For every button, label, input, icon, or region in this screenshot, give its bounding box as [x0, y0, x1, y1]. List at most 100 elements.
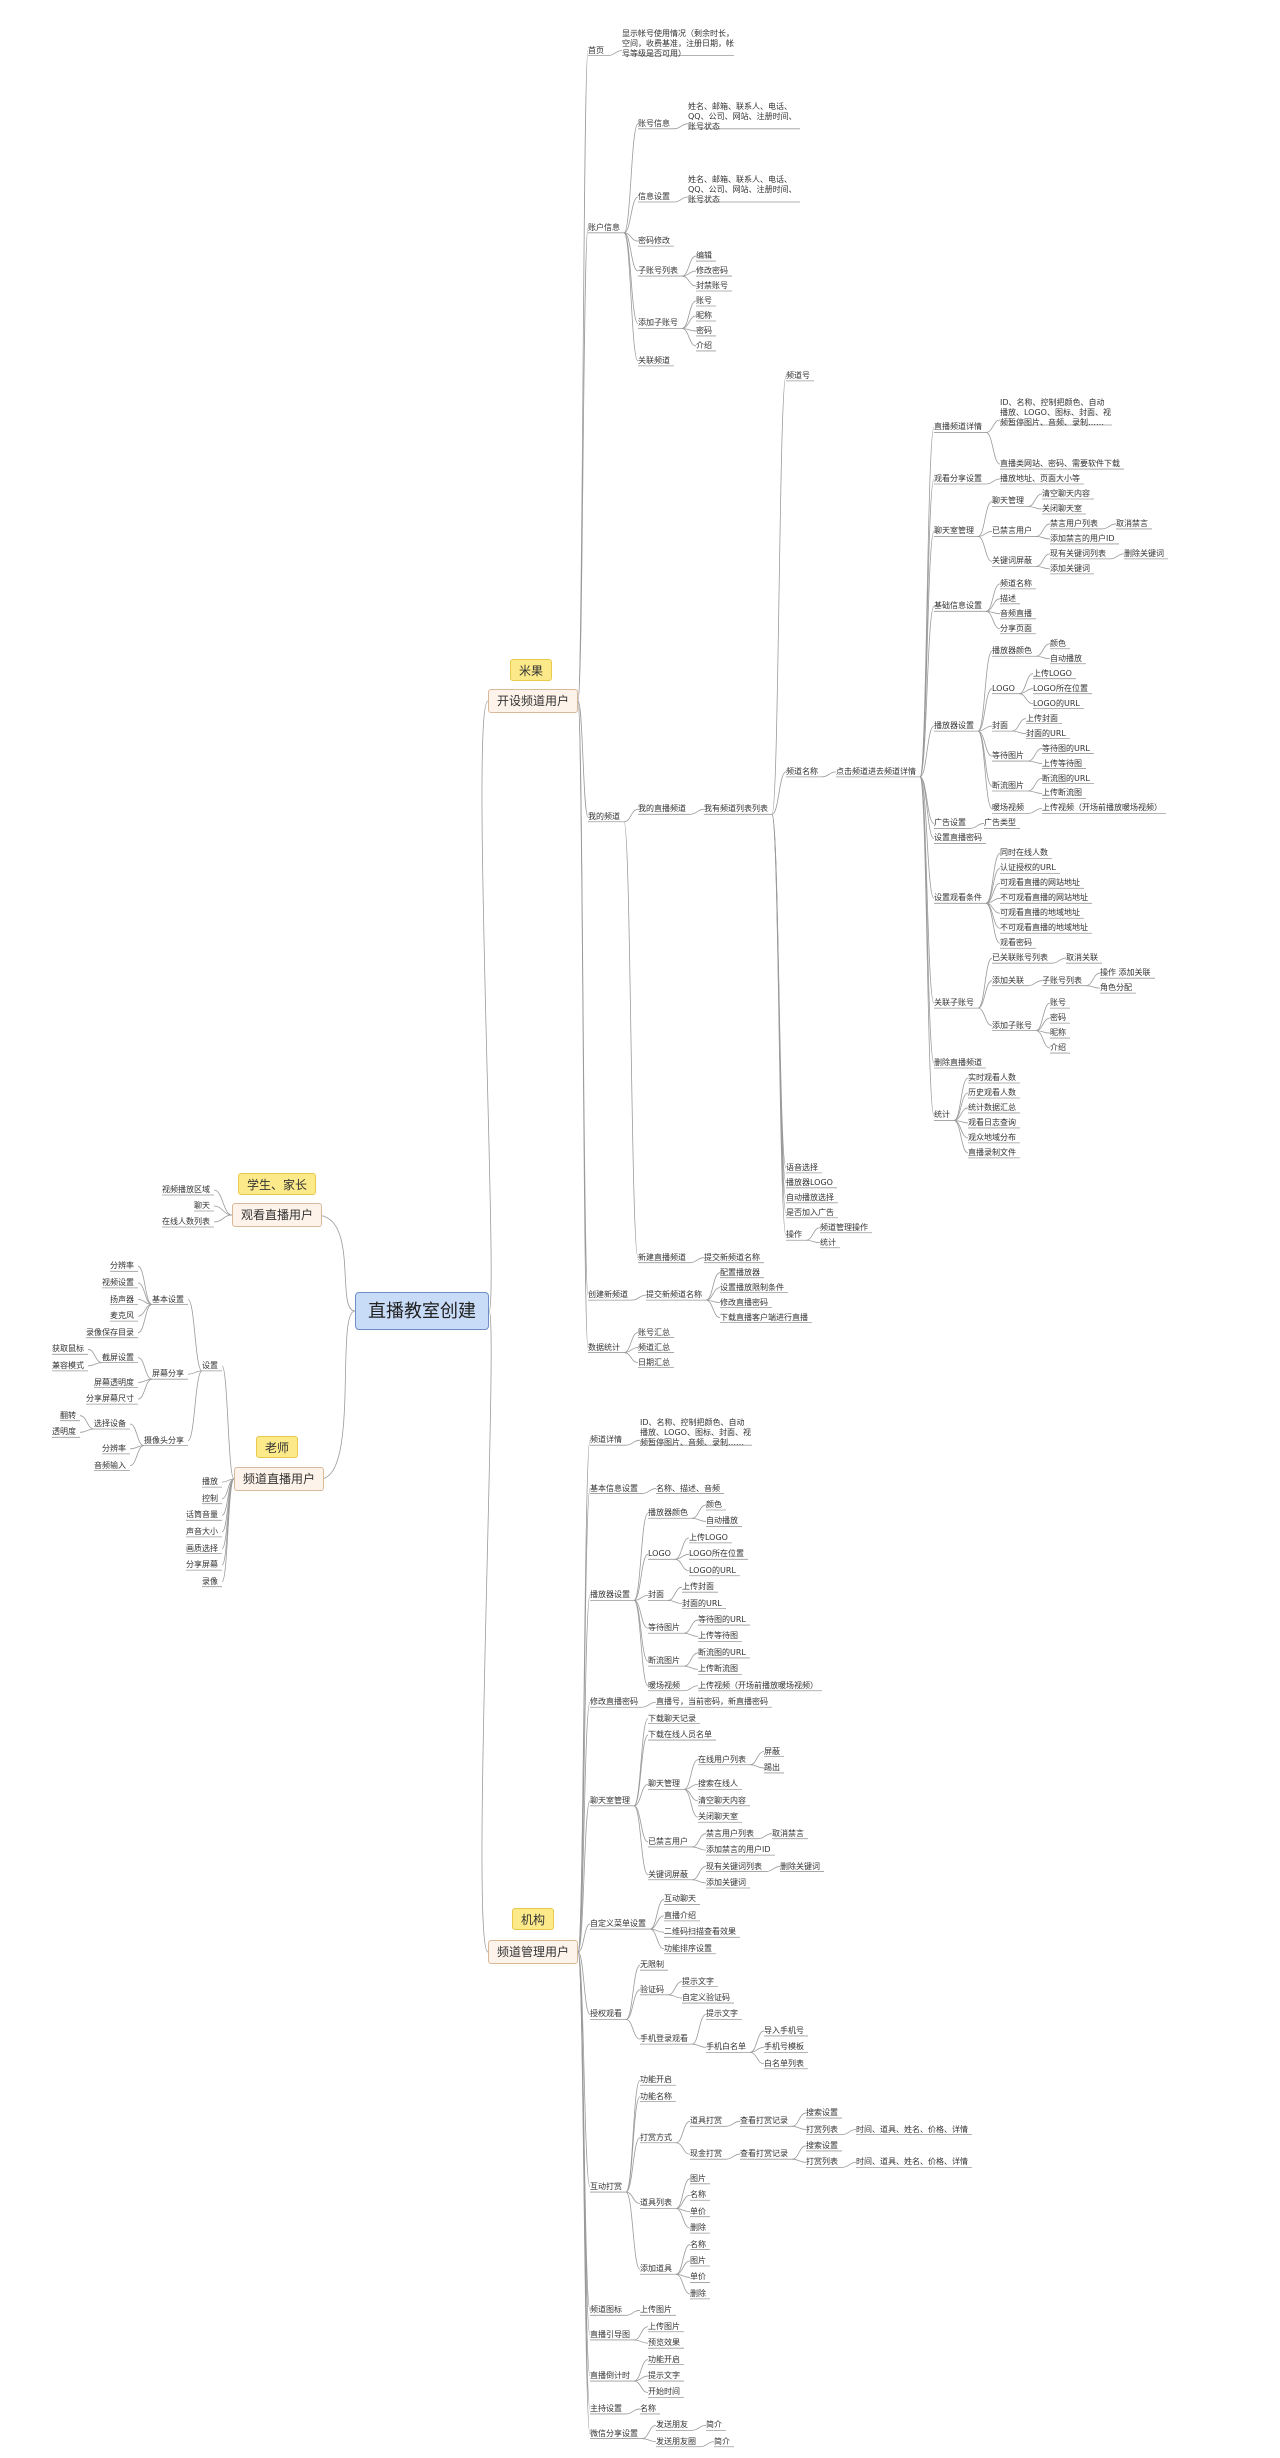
node-tree-ka-2-c-0-c-0-c-1-c-0-c-8-c-1-c-0[interactable]: 子账号列表: [1042, 975, 1082, 985]
node-tree-ka-2-c-0-c-0-c-1-c-0-c-8-c-0-c-0[interactable]: 取消关联: [1066, 953, 1098, 963]
node-tree-ka-2-c-0-c-0-c-1-c-0-c-1[interactable]: 观看分享设置: [934, 474, 982, 484]
node-tree-ka-1-c-4-c-2[interactable]: 密码: [696, 325, 712, 335]
node-tree-ka-2-c-0-c-0-c-1-c-0-c-2-c-0[interactable]: 聊天管理: [992, 496, 1024, 506]
node-tree-gl-9[interactable]: 直播引导图: [590, 2329, 630, 2339]
node-tree-gl-4-c-4[interactable]: 关键词屏蔽: [648, 1869, 688, 1879]
node-tree-ka-3-c-0-c-1[interactable]: 设置播放限制条件: [720, 1282, 784, 1292]
node-tree-zb-0-c-0-c-4[interactable]: 录像保存目录: [86, 1327, 134, 1337]
node-tree-ka-2-c-1-c-0[interactable]: 提交新频道名称: [704, 1252, 760, 1262]
node-tree-zb-0-c-2-c-2[interactable]: 音频输入: [94, 1460, 126, 1470]
node-tree-ka-2-c-0-c-0-c-1-c-0-c-4-c-1[interactable]: LOGO: [992, 683, 1015, 693]
node-tree-ka-2-c-0-c-0-c-1-c-0-c-4-c-0-c-1[interactable]: 自动播放: [1050, 653, 1082, 663]
node-tree-ka-1-c-4-c-3[interactable]: 介绍: [696, 340, 712, 350]
node-tree-gl-2-c-3-c-1[interactable]: 上传等待图: [698, 1631, 738, 1641]
node-tree-gl-4-c-2-c-0[interactable]: 在线用户列表: [698, 1754, 746, 1764]
node-tree-gl-12-c-1-c-0[interactable]: 简介: [714, 2436, 730, 2446]
node-tree-zb-0-c-2-c-0-c-1[interactable]: 透明度: [52, 1427, 76, 1437]
node-tree-gl-4-c-3[interactable]: 已禁言用户: [648, 1836, 688, 1846]
node-tree-ka-2-c-0-c-0-c-1-c-0-c-3[interactable]: 基础信息设置: [934, 601, 982, 611]
node-tree-gl-9-c-0[interactable]: 上传图片: [648, 2321, 680, 2331]
node-tree-ka-2-c-0-c-0-c-1-c-0-c-8[interactable]: 关联子账号: [934, 998, 974, 1008]
node-tree-ka-2-c-0-c-0-c-1-c-0-c-10-c-5[interactable]: 直播录制文件: [968, 1147, 1016, 1157]
node-tree-ka-2-c-0-c-0-c-1-c-0-c-4-c-3-c-1[interactable]: 上传等待图: [1042, 758, 1082, 768]
node-tree-zb-0-c-2[interactable]: 摄像头分享: [144, 1435, 184, 1445]
node-tree-ka-1-c-3[interactable]: 子账号列表: [638, 266, 678, 276]
node-tree-ka-2-c-0-c-0-c-1-c-0-c-4-c-5-c-0[interactable]: 上传视频（开场前播放暖场视频）: [1042, 803, 1162, 813]
node-tree-gl-4-c-4-c-1[interactable]: 添加关键词: [706, 1878, 746, 1887]
node-tree-gl-2-c-5[interactable]: 暖场视频: [648, 1680, 680, 1690]
node-tree-gl-2-c-2[interactable]: 封面: [648, 1590, 664, 1600]
node-tree-gl-2-c-5-c-0[interactable]: 上传视频（开场前播放暖场视频）: [698, 1680, 818, 1690]
node-tree-zb-0-c-2-c-1[interactable]: 分辨率: [102, 1443, 126, 1453]
node-tree-gk-0[interactable]: 视频播放区域: [162, 1185, 210, 1194]
node-tree-ka-2-c-0-c-0-c-1-c-0-c-4-c-4[interactable]: 断流图片: [992, 781, 1024, 790]
node-tree-ka-2-c-0-c-0-c-1-c-0-c-3-c-2[interactable]: 音频直播: [1000, 608, 1032, 618]
node-tree-gl-11[interactable]: 主持设置: [590, 2403, 622, 2413]
node-tree-ka-2-c-0-c-0-c-1-c-0-c-2-c-2-c-1[interactable]: 添加关键词: [1050, 563, 1090, 573]
node-tree-gl-7-c-3[interactable]: 道具列表: [640, 2198, 672, 2208]
node-tree-gl-7-c-2-c-0-c-0[interactable]: 查看打赏记录: [740, 2116, 788, 2126]
node-tree-gl-7-c-2-c-0-c-0-c-0[interactable]: 搜索设置: [806, 2108, 838, 2118]
node-tree-gl-2-c-3-c-0[interactable]: 等待图的URL: [698, 1615, 746, 1625]
node-tree-ka-1-c-3-c-0[interactable]: 编辑: [696, 251, 712, 261]
node-tree-gl-7-c-2-c-0-c-0-c-1-c-0[interactable]: 时间、道具、姓名、价格、详情: [856, 2124, 968, 2134]
node-tree-ka-4-c-2[interactable]: 日期汇总: [638, 1357, 670, 1367]
node-tree-gl-7-c-4-c-2[interactable]: 单价: [690, 2272, 706, 2282]
node-tree-ka-1-c-0-c-0[interactable]: 姓名、邮箱、联系人、电话、QQ、公司、网站、注册时间、账号状态: [688, 101, 797, 131]
node-tree-gl-7-c-3-c-0[interactable]: 图片: [690, 2173, 706, 2183]
node-tree-ka-2-c-0-c-0-c-1-c-0-c-3-c-0[interactable]: 频道名称: [1000, 578, 1032, 588]
node-tree-zb-3[interactable]: 话筒音量: [186, 1510, 218, 1520]
node-tree-ka-1-c-0[interactable]: 账号信息: [638, 118, 670, 128]
node-tree-ka-1-c-4-c-1[interactable]: 昵称: [696, 310, 712, 320]
node-tree-gl-6-c-1-c-0[interactable]: 提示文字: [682, 1976, 714, 1986]
node-tree-ka-2-c-0-c-0-c-1-c-0-c-2-c-1[interactable]: 已禁言用户: [992, 526, 1032, 536]
node-tree-gl-1[interactable]: 基本信息设置: [590, 1483, 638, 1493]
node-tree-ka-2-c-0-c-0-c-1-c-0-c-4-c-1-c-0[interactable]: 上传LOGO: [1033, 668, 1072, 678]
node-tree-ka-2-c-0-c-0-c-1-c-0-c-6[interactable]: 设置直播密码: [934, 833, 982, 843]
node-tree-gl-4-c-2-c-0-c-0[interactable]: 屏蔽: [764, 1746, 780, 1756]
node-tree-ka-2-c-0-c-0-c-1-c-0-c-0-c-0[interactable]: ID、名称、控制把颜色、自动播放、LOGO、图标、封面、视频暂停图片、音频、录制…: [1000, 397, 1111, 427]
node-tree-gl-4-c-3-c-0[interactable]: 禁言用户列表: [706, 1828, 754, 1838]
node-tree-ka-3[interactable]: 创建新频道: [588, 1290, 628, 1300]
node-tree-ka-2-c-0-c-0-c-1-c-0-c-2-c-2-c-0[interactable]: 现有关键词列表: [1050, 548, 1106, 558]
node-tree-gl-5-c-3[interactable]: 功能排序设置: [664, 1943, 712, 1953]
node-tree-gl-6-c-0[interactable]: 无限制: [640, 1960, 664, 1970]
node-tree-gl-10[interactable]: 直播倒计时: [590, 2371, 630, 2381]
node-tree-ka-1-c-3-c-2[interactable]: 封禁账号: [696, 281, 728, 291]
node-tree-ka-1-c-3-c-1[interactable]: 修改密码: [696, 266, 728, 276]
node-tree-gl-7-c-2-c-1-c-0-c-0[interactable]: 搜索设置: [806, 2140, 838, 2150]
node-tree-ka-2-c-0-c-0-c-1-c-0-c-10-c-0[interactable]: 实时观看人数: [968, 1073, 1016, 1082]
node-tree-ka-2-c-0-c-0-c-1-c-0-c-8-c-2-c-0[interactable]: 账号: [1050, 998, 1066, 1008]
root-node[interactable]: 直播教室创建: [355, 1292, 489, 1330]
node-tree-gl-2-c-0[interactable]: 播放器颜色: [648, 1508, 688, 1518]
node-tree-ka-2-c-0-c-0-c-1-c-0-c-7-c-2[interactable]: 可观看直播的网站地址: [1000, 878, 1080, 888]
node-tree-zb-0-c-1-c-0[interactable]: 截屏设置: [102, 1352, 134, 1362]
node-tree-gl-8-c-0[interactable]: 上传图片: [640, 2305, 672, 2315]
node-tree-gl-2-c-2-c-1[interactable]: 封面的URL: [682, 1598, 722, 1608]
node-tree-gl-5[interactable]: 自定义菜单设置: [590, 1919, 646, 1929]
node-tree-ka-2-c-0-c-0-c-1-c-0[interactable]: 点击频道进去频道详情: [836, 766, 916, 776]
node-tree-gl-5-c-1[interactable]: 直播介绍: [664, 1910, 696, 1920]
node-tree-gl-4-c-3-c-0-c-0[interactable]: 取消禁言: [772, 1828, 804, 1838]
node-tree-gl-2-c-0-c-0[interactable]: 颜色: [706, 1500, 722, 1509]
node-tree-ka-2-c-0-c-0-c-1-c-0-c-7-c-5[interactable]: 不可观看直播的地域地址: [1000, 923, 1088, 933]
node-tree-ka-2-c-0-c-0-c-1-c-0-c-2-c-2[interactable]: 关键词屏蔽: [992, 556, 1032, 566]
node-tree-zb-0-c-1[interactable]: 屏幕分享: [152, 1369, 184, 1379]
node-tree-gl-10-c-0[interactable]: 功能开启: [648, 2354, 680, 2364]
node-tree-gl-7[interactable]: 互动打赏: [590, 2182, 622, 2192]
node-tree-gl-5-c-0[interactable]: 互动聊天: [664, 1894, 696, 1904]
node-tree-gl-7-c-4-c-3[interactable]: 删除: [690, 2288, 706, 2298]
node-tree-zb-0-c-1-c-0-c-0[interactable]: 获取鼠标: [52, 1344, 84, 1354]
node-tree-ka-2-c-0-c-0-c-1-c-0-c-4-c-2-c-1[interactable]: 封面的URL: [1026, 728, 1066, 738]
node-tree-gl-6-c-2-c-1-c-0[interactable]: 导入手机号: [764, 2025, 804, 2035]
node-tree-gl-4-c-2-c-1[interactable]: 搜索在线人: [698, 1779, 738, 1789]
node-tree-gl-6-c-2-c-1-c-2[interactable]: 白名单列表: [764, 2058, 804, 2068]
node-tree-gl-10-c-2[interactable]: 开始时间: [648, 2387, 680, 2397]
branch-guanli[interactable]: 频道管理用户: [488, 1940, 579, 1964]
node-tree-ka-2-c-0-c-0-c-1-c-0-c-4-c-1-c-2[interactable]: LOGO的URL: [1033, 698, 1080, 708]
node-tree-gl-7-c-4-c-1[interactable]: 图片: [690, 2256, 706, 2265]
node-tree-ka-2-c-0-c-0-c-1-c-0-c-2-c-1-c-1[interactable]: 添加禁言的用户ID: [1050, 533, 1115, 543]
node-tree-zb-0-c-0-c-0[interactable]: 分辨率: [110, 1261, 134, 1271]
node-tree-gl-2[interactable]: 播放器设置: [590, 1590, 630, 1600]
node-tree-ka-0[interactable]: 首页: [588, 45, 604, 55]
